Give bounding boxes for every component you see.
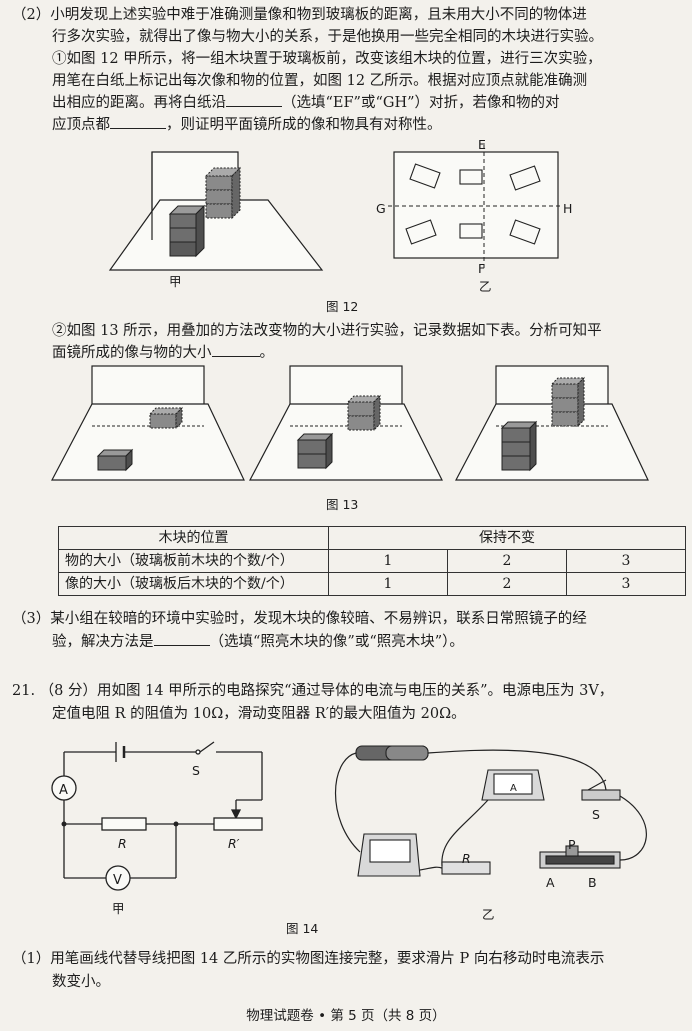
resistor-device-label: R [462, 851, 471, 866]
axis-label-e: E [478, 137, 486, 152]
figure-12-jia-label: 甲 [169, 274, 182, 289]
slider-p-label: P [568, 837, 576, 852]
q20-part3-line2-a: 验，解决方法是 [52, 634, 154, 650]
table-cell: 3 [566, 549, 686, 573]
q20-part3-line1: （3）某小组在较暗的环境中实验时，发现木块的像较暗、不易辨识，联系日常照镜子的经 [12, 611, 587, 627]
q21-line1: 21. （8 分）用如图 14 甲所示的电路探究“通过导体的电流与电压的关系”。… [12, 683, 614, 699]
q20-sub1-line4: 应顶点都 ，则证明平面镜所成的像和物具有对称性。 [52, 114, 442, 136]
table-row: 物的大小（玻璃板前木块的个数/个） 1 2 3 [58, 549, 686, 573]
q20-sub1-line3: 出相应的距离。再将白纸沿 （选填“EF”或“GH”）对折，若像和物的对 [52, 92, 560, 114]
q20-part3-line2: 验，解决方法是 （选填“照亮木块的像”或“照亮木块”）。 [52, 631, 464, 653]
q20-sub2-line2: 面镜所成的像与物的大小 。 [52, 342, 274, 364]
q21-part1-line2: 数变小。 [52, 974, 110, 990]
q21-part1-line1: （1）用笔画线代替导线把图 14 乙所示的实物图连接完整，要求滑片 P 向右移动… [12, 951, 605, 967]
q20-sub1-line4-b: ，则证明平面镜所成的像和物具有对称性。 [166, 117, 442, 133]
figure-14-yi-label: 乙 [482, 907, 495, 922]
q20-sub1-line1: ①如图 12 甲所示，将一组木块置于玻璃板前，改变该组木块的位置，进行三次实验， [52, 51, 602, 67]
answer-blank-size-relation[interactable] [211, 342, 260, 357]
q20-sub1-line3-a: 出相应的距离。再将白纸沿 [52, 95, 226, 111]
figure-13-caption: 图 13 [326, 497, 359, 512]
figure-14-jia-label: 甲 [112, 901, 125, 916]
figure-12-yi-label: 乙 [479, 279, 492, 294]
q20-sub1-line4-a: 应顶点都 [52, 117, 110, 133]
answer-blank-vertices[interactable] [110, 114, 166, 129]
resistor-label: R [118, 836, 127, 851]
switch-label: S [192, 763, 200, 778]
q20-sub1-line3-b: （选填“EF”或“GH”）对折，若像和物的对 [282, 95, 560, 111]
terminal-b-label: B [588, 875, 597, 890]
q20-sub2-line1: ②如图 13 所示，用叠加的方法改变物的大小进行实验，记录数据如下表。分析可知平 [52, 323, 602, 339]
table-row-label-object: 物的大小（玻璃板前木块的个数/个） [58, 549, 329, 573]
q20-sub1-line2: 用笔在白纸上标记出每次像和物的位置，如图 12 乙所示。根据对应顶点就能准确测 [52, 73, 588, 89]
ammeter-symbol-label: A [59, 783, 68, 798]
axis-label-h: H [563, 201, 573, 216]
q20-part3-line2-b: （选填“照亮木块的像”或“照亮木块”）。 [209, 634, 464, 650]
page-footer: 物理试题卷 • 第 5 页（共 8 页） [246, 1008, 446, 1024]
q21-line2: 定值电阻 R 的阻值为 10Ω，滑动变阻器 R′的最大阻值为 20Ω。 [52, 706, 466, 722]
table-cell: 3 [566, 572, 686, 596]
voltmeter-symbol-label: V [113, 873, 122, 888]
q20-sub2-line2-b: 。 [259, 345, 275, 361]
table-cell: 1 [328, 572, 448, 596]
q20-sub2-line2-a: 面镜所成的像与物的大小 [52, 345, 212, 361]
figure-12-caption: 图 12 [326, 299, 359, 314]
table-header-position: 木块的位置 [58, 526, 329, 550]
ammeter-device-label: A [510, 783, 517, 794]
terminal-a-label: A [546, 875, 555, 890]
answer-blank-fold-line[interactable] [226, 92, 282, 107]
rheostat-label: R′ [228, 836, 240, 851]
figure-14-caption: 图 14 [286, 921, 319, 936]
table-cell: 2 [447, 572, 567, 596]
switch-device-label: S [592, 807, 600, 822]
axis-label-g: G [376, 201, 386, 216]
q20-part2-line2: 行多次实验，就得出了像与物大小的关系，于是他换用一些完全相同的木块进行实验。 [52, 29, 603, 45]
table-row-label-image: 像的大小（玻璃板后木块的个数/个） [58, 572, 329, 596]
q20-part2-line1: （2）小明发现上述实验中难于准确测量像和物到玻璃板的距离，且未用大小不同的物体进 [12, 7, 587, 23]
answer-blank-solution[interactable] [153, 631, 210, 646]
data-table: 木块的位置 保持不变 物的大小（玻璃板前木块的个数/个） 1 2 3 像的大小（… [58, 526, 686, 596]
axis-label-f: F [478, 261, 486, 276]
table-row: 像的大小（玻璃板后木块的个数/个） 1 2 3 [58, 572, 686, 596]
